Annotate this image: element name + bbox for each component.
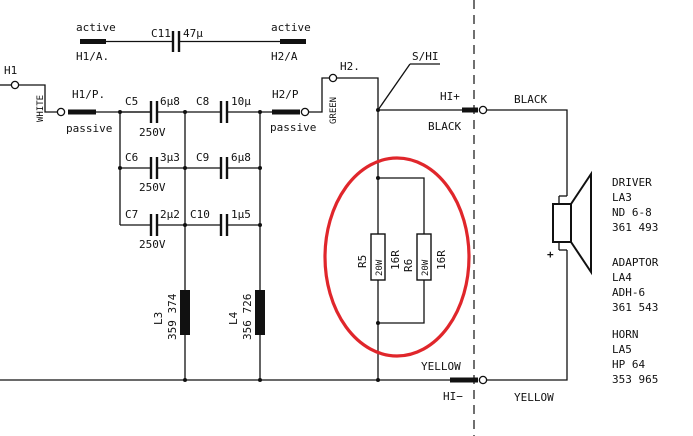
- component-list: DRIVER LA3 ND 6-8 361 493 ADAPTOR LA4 AD…: [612, 176, 659, 386]
- wire-h2p-up: [309, 77, 329, 113]
- inductor-l4: [255, 290, 265, 335]
- label-c9-value: 6μ8: [231, 151, 251, 164]
- label-white: WHITE: [36, 95, 46, 122]
- resistor-r5: [370, 233, 386, 281]
- speaker-driver: +: [547, 170, 592, 276]
- label-c9: C9: [196, 151, 209, 164]
- h2a-connector: [280, 39, 306, 44]
- label-250v-1: 250V: [139, 126, 166, 139]
- label-250v-3: 250V: [139, 238, 166, 251]
- wire-h2-down: [337, 77, 379, 380]
- junction: [376, 176, 380, 180]
- label-r5-watt: 20W: [375, 259, 385, 276]
- label-h2p: H2/P: [272, 88, 299, 101]
- highlight-ellipse: [323, 156, 471, 358]
- label-black-left: BLACK: [428, 120, 461, 133]
- capacitor-ladder: C5 6μ8 250V C8 10μ C6 3μ3 250V C9 6μ8 C7…: [118, 95, 272, 295]
- label-c10-value: 1μ5: [231, 208, 251, 221]
- terminal-h2p: [300, 107, 310, 117]
- h1p-connector: [68, 109, 96, 115]
- speaker-cone: [570, 170, 592, 276]
- terminal-h1: [10, 80, 20, 90]
- label-c6: C6: [125, 151, 138, 164]
- label-l4: L4: [227, 311, 240, 325]
- label-hiplus: HI+: [440, 90, 460, 103]
- label-yellow-left: YELLOW: [421, 360, 461, 373]
- label-horn-1: HORN: [612, 328, 639, 341]
- label-r6-watt: 20W: [421, 259, 431, 276]
- resistor-network: R5 20W 16R R6 20W 16R: [323, 156, 471, 358]
- label-active-right: active: [271, 21, 311, 34]
- wire-yellow: [487, 250, 568, 381]
- label-adaptor-1: ADAPTOR: [612, 256, 659, 269]
- inductor-l3: [180, 290, 190, 335]
- label-driver-3: ND 6-8: [612, 206, 652, 219]
- label-black-right: BLACK: [514, 93, 547, 106]
- wire-r-top: [378, 177, 425, 234]
- label-r6-value: 16R: [435, 250, 448, 270]
- label-c11-value: 47μ: [183, 27, 203, 40]
- speaker-magnet: [552, 203, 572, 243]
- terminal-himinus: [478, 375, 488, 385]
- label-horn-3: HP 64: [612, 358, 645, 371]
- label-horn-4: 353 965: [612, 373, 658, 386]
- label-c11: C11: [151, 27, 171, 40]
- label-h1: H1: [4, 64, 17, 77]
- label-c7-value: 2μ2: [160, 208, 180, 221]
- c11-branch: active H1/A. C11 47μ active H2/A: [76, 21, 311, 63]
- label-himinus: HI−: [443, 390, 463, 403]
- label-shi: S/HI: [412, 50, 439, 63]
- input-h1: H1 WHITE H1/P. passive: [0, 64, 150, 135]
- inductors: L3 359 374 L4 356 726: [152, 290, 265, 382]
- label-h1p: H1/P.: [72, 88, 105, 101]
- terminal-h2: [328, 73, 338, 83]
- label-adaptor-3: ADH-6: [612, 286, 645, 299]
- label-horn-2: LA5: [612, 343, 632, 356]
- label-r5: R5: [356, 255, 369, 268]
- label-l3: L3: [152, 312, 165, 325]
- label-h2: H2.: [340, 60, 360, 73]
- wire-h1-down: [19, 84, 57, 113]
- label-driver-1: DRIVER: [612, 176, 652, 189]
- label-green: GREEN: [329, 97, 339, 124]
- label-yellow-right: YELLOW: [514, 391, 554, 404]
- wire-r-bottom: [378, 280, 425, 324]
- label-c10: C10: [190, 208, 210, 221]
- output-connectors: HI+ BLACK BLACK YELLOW HI− YELLOW: [0, 90, 568, 404]
- label-c5: C5: [125, 95, 138, 108]
- terminal-hiplus: [478, 105, 488, 115]
- label-r6: R6: [402, 259, 415, 272]
- wire-black: [487, 109, 568, 196]
- label-c6-value: 3μ3: [160, 151, 180, 164]
- label-adaptor-4: 361 543: [612, 301, 658, 314]
- label-passive-right: passive: [270, 121, 316, 134]
- label-r5-value: 16R: [389, 250, 402, 270]
- label-c7: C7: [125, 208, 138, 221]
- label-adaptor-2: LA4: [612, 271, 632, 284]
- himinus-connector: [450, 377, 478, 383]
- label-driver-4: 361 493: [612, 221, 658, 234]
- label-l3-code: 359 374: [166, 293, 179, 340]
- label-driver-2: LA3: [612, 191, 632, 204]
- terminal-h1p: [56, 107, 66, 117]
- h1a-connector: [80, 39, 106, 44]
- label-l4-code: 356 726: [241, 294, 254, 340]
- h2p-connector: [272, 109, 300, 115]
- label-h2a: H2/A: [271, 50, 298, 63]
- label-c5-value: 6μ8: [160, 95, 180, 108]
- label-active-left: active: [76, 21, 116, 34]
- hiplus-connector: [462, 107, 478, 113]
- label-250v-2: 250V: [139, 181, 166, 194]
- label-h1a: H1/A.: [76, 50, 109, 63]
- label-c8-value: 10μ: [231, 95, 251, 108]
- h2p-branch: H2/P passive GREEN H2. S/HI: [270, 50, 462, 382]
- shi-leader: [377, 63, 411, 111]
- label-plus: +: [547, 248, 554, 261]
- label-c8: C8: [196, 95, 209, 108]
- label-passive-left: passive: [66, 122, 112, 135]
